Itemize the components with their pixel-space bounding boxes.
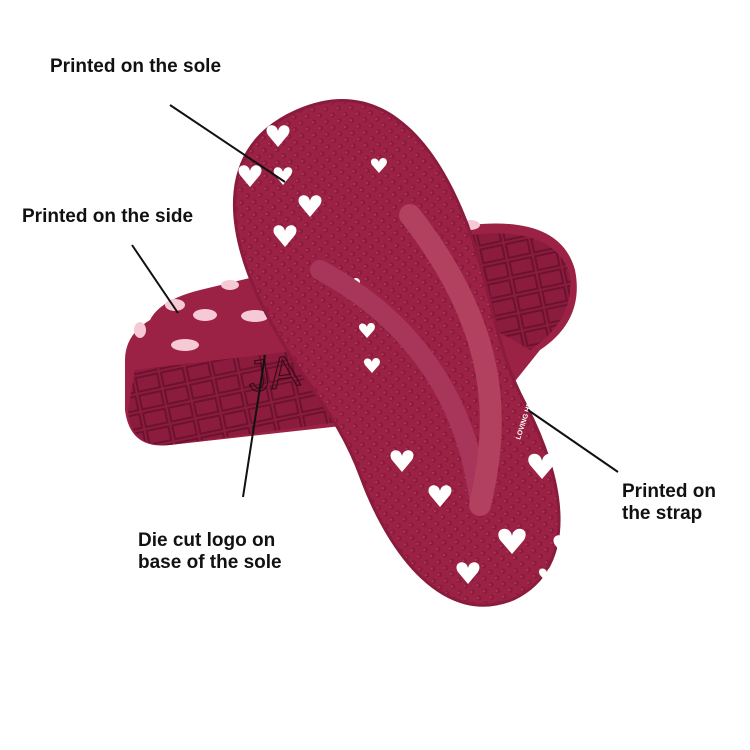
annotation-strap: Printed on the strap	[622, 481, 716, 525]
leader-side	[131, 244, 179, 314]
leader-sole	[169, 104, 286, 183]
sole-hearts	[238, 125, 590, 584]
leader-logo	[242, 354, 266, 498]
front-sandal: LOVING HEART	[233, 99, 590, 607]
annotation-strap-line2: the strap	[622, 503, 703, 524]
annotation-die-cut-logo: Die cut logo on base of the sole	[138, 530, 282, 574]
leader-lines	[131, 104, 619, 498]
annotation-side: Printed on the side	[22, 206, 194, 227]
annotation-strap-line1: Printed on	[622, 481, 716, 502]
leader-strap	[527, 409, 619, 473]
annotation-logo-line2: base of the sole	[138, 552, 282, 573]
annotation-sole: Printed on the sole	[50, 56, 222, 77]
annotation-logo-line1: Die cut logo on	[138, 530, 276, 551]
